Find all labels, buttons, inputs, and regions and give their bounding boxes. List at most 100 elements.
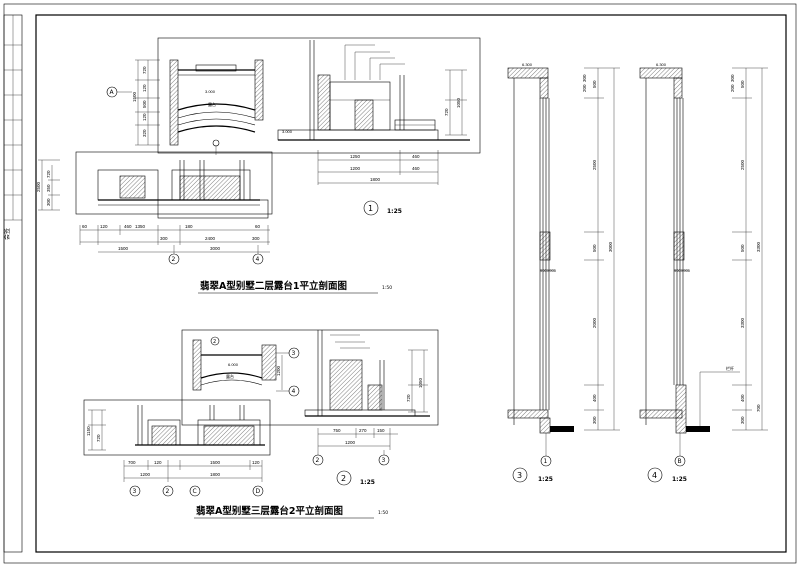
svg-text:700: 700 <box>756 404 761 412</box>
svg-text:1:25: 1:25 <box>387 208 402 215</box>
section1-detail: 720 1050 3.000 1250 460 1200 460 1800 <box>277 40 470 185</box>
svg-text:1200: 1200 <box>345 440 356 445</box>
svg-text:4: 4 <box>292 388 296 395</box>
section2-plan-frame <box>181 329 439 426</box>
svg-text:1250: 1250 <box>350 154 361 159</box>
svg-text:500: 500 <box>142 100 147 108</box>
svg-text:1800: 1800 <box>210 472 221 477</box>
section4-marker: 4 1:25 <box>647 467 687 483</box>
section1-plan-frame <box>157 37 481 154</box>
section2-detail: 720 1050 750 270 150 1200 2 3 <box>304 330 430 466</box>
svg-text:3300: 3300 <box>740 317 745 328</box>
section3-drawing: 6.300 900X900 500 2500 500 2000 <box>507 62 620 483</box>
section1-axis-4 <box>252 253 264 265</box>
svg-text:500: 500 <box>740 80 745 88</box>
svg-text:300: 300 <box>160 236 168 241</box>
svg-text:720: 720 <box>96 434 101 442</box>
svg-text:3: 3 <box>133 488 137 495</box>
svg-text:1500: 1500 <box>210 460 221 465</box>
svg-text:300: 300 <box>740 416 745 424</box>
svg-text:300: 300 <box>592 416 597 424</box>
section1-plan-label: 露台 <box>208 101 216 107</box>
svg-text:320: 320 <box>142 129 147 137</box>
svg-text:1:50: 1:50 <box>378 510 388 516</box>
svg-text:3.000: 3.000 <box>205 89 216 94</box>
section1-drawing: 露台 3.000 1500 720 120 500 120 320 A <box>36 37 481 294</box>
svg-text:120: 120 <box>142 113 147 121</box>
svg-text:1150: 1150 <box>86 426 91 436</box>
section2-title: 翡翠A型别墅三层露台2平立剖面图 <box>196 505 343 517</box>
svg-text:1200: 1200 <box>140 472 151 477</box>
svg-text:2500: 2500 <box>36 181 41 192</box>
svg-text:500: 500 <box>592 80 597 88</box>
svg-text:B: B <box>678 458 682 465</box>
svg-text:6.300: 6.300 <box>656 62 667 67</box>
svg-text:300: 300 <box>46 198 51 206</box>
svg-text:200: 200 <box>582 84 587 92</box>
svg-text:400: 400 <box>740 394 745 402</box>
svg-text:6.300: 6.300 <box>522 62 533 67</box>
svg-text:3300: 3300 <box>756 241 761 252</box>
title-block-side-label: 会签 <box>3 228 11 240</box>
svg-text:1:25: 1:25 <box>538 476 553 483</box>
svg-text:180: 180 <box>185 224 193 229</box>
svg-text:300: 300 <box>730 74 735 82</box>
svg-text:120: 120 <box>100 224 108 229</box>
svg-text:2500: 2500 <box>592 159 597 170</box>
section1-title: 翡翠A型别墅二层露台1平立剖面图 <box>200 280 347 292</box>
svg-text:900X900: 900X900 <box>540 268 557 273</box>
svg-text:500: 500 <box>592 244 597 252</box>
svg-text:900X900: 900X900 <box>674 268 691 273</box>
svg-text:2: 2 <box>341 474 346 483</box>
section3-dims: 500 2500 500 2000 400 300 300 200 3000 <box>582 67 620 431</box>
svg-text:720: 720 <box>142 66 147 74</box>
svg-text:720: 720 <box>444 108 449 116</box>
section1-plan-dims-left: 1500 720 120 500 120 320 <box>132 59 160 146</box>
svg-text:2: 2 <box>166 488 170 495</box>
svg-text:2500: 2500 <box>740 159 745 170</box>
svg-text:460: 460 <box>412 154 420 159</box>
svg-text:1500: 1500 <box>118 246 129 251</box>
svg-text:120: 120 <box>252 460 260 465</box>
svg-text:1:25: 1:25 <box>360 479 375 486</box>
section4-dims: 500 2500 500 3300 400 300 300 200 3300 7… <box>730 67 768 431</box>
svg-text:1050: 1050 <box>456 97 461 108</box>
svg-text:3: 3 <box>382 457 386 464</box>
svg-text:60: 60 <box>82 224 88 229</box>
svg-text:350: 350 <box>46 184 51 192</box>
section1-elevation: 2500 720 350 300 60 120 460 1350 180 60 … <box>36 151 273 265</box>
svg-text:1350: 1350 <box>135 224 146 229</box>
section4-leader-label: 栏杆 <box>726 365 734 371</box>
svg-text:460: 460 <box>124 224 132 229</box>
svg-text:2: 2 <box>213 339 216 345</box>
svg-text:750: 750 <box>333 428 341 433</box>
section2-plan-label: 露台 <box>226 373 234 379</box>
svg-text:1200: 1200 <box>350 166 361 171</box>
svg-text:2400: 2400 <box>205 236 216 241</box>
section1-axis-2 <box>168 253 180 265</box>
section2-title-group: 翡翠A型别墅三层露台2平立剖面图 1:50 <box>194 505 388 519</box>
svg-text:1: 1 <box>368 204 373 213</box>
section1-marker: 1 1:25 <box>363 200 402 216</box>
section3-marker: 3 1:25 <box>512 467 553 483</box>
svg-text:3000: 3000 <box>608 241 613 252</box>
svg-text:120: 120 <box>142 84 147 92</box>
svg-text:1: 1 <box>544 458 548 465</box>
svg-text:460: 460 <box>412 166 420 171</box>
svg-text:4: 4 <box>652 471 657 480</box>
svg-text:1500: 1500 <box>132 91 137 102</box>
svg-text:2000: 2000 <box>592 317 597 328</box>
sheet-frame: 会签 <box>3 3 797 564</box>
svg-text:500: 500 <box>740 244 745 252</box>
section2-drawing: 6.000 露台 2 3 4 1200 <box>83 329 439 519</box>
section2-elevation: 1150 720 700 120 1500 120 1200 1800 3 2 … <box>83 399 271 497</box>
svg-text:3: 3 <box>517 471 522 480</box>
svg-text:1:50: 1:50 <box>382 285 392 291</box>
svg-text:4: 4 <box>256 256 260 263</box>
svg-text:150: 150 <box>377 428 385 433</box>
section1-title-group: 翡翠A型别墅二层露台1平立剖面图 1:50 <box>198 280 392 294</box>
svg-text:1050: 1050 <box>418 377 423 388</box>
svg-text:1200: 1200 <box>276 365 281 376</box>
svg-text:1800: 1800 <box>370 177 381 182</box>
svg-text:300: 300 <box>252 236 260 241</box>
